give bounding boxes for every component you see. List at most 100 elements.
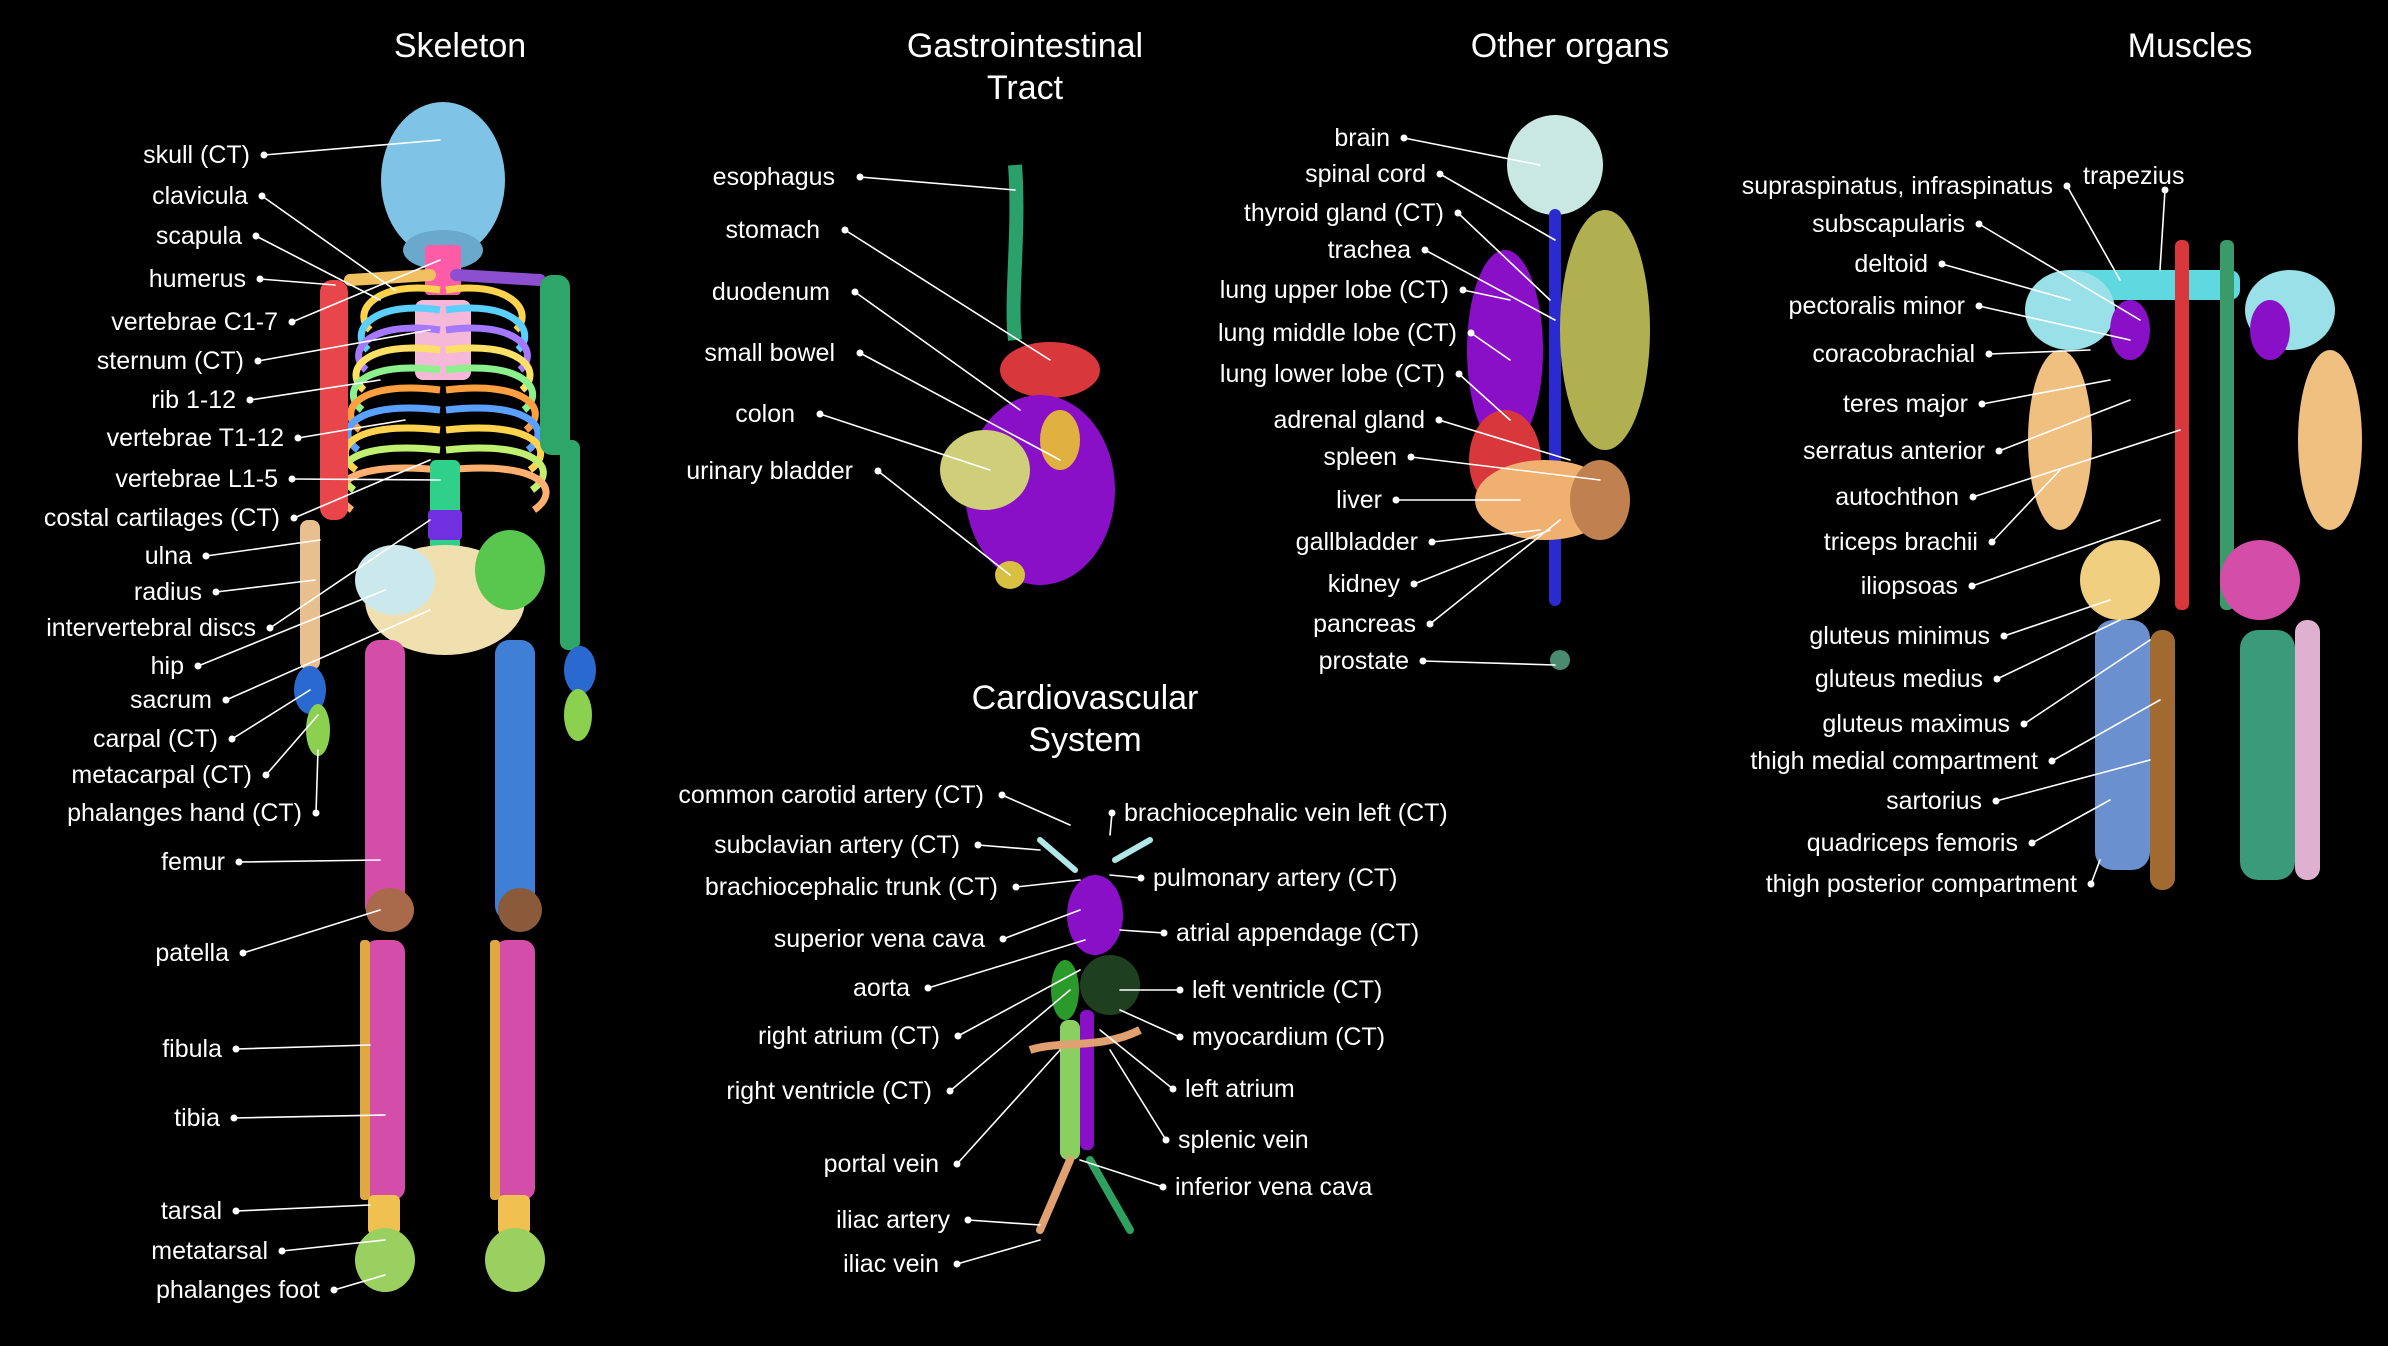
leader-dot (262, 771, 270, 779)
leader-dot (2020, 720, 2028, 728)
muscle-label: deltoid (1854, 250, 1928, 278)
phalanges-foot-right (485, 1228, 545, 1292)
cardio-title-line1: Cardiovascular (971, 679, 1199, 717)
quadriceps-left (2095, 620, 2150, 870)
muscle-label: triceps brachii (1823, 528, 1978, 556)
leader-line (2031, 799, 2111, 844)
leader-line (1971, 519, 2161, 587)
skeleton-label: hip (150, 652, 184, 680)
organ-label: pancreas (1313, 610, 1416, 638)
leader-line (297, 419, 406, 439)
leader-line (1002, 909, 1081, 940)
lung-right (1560, 210, 1650, 450)
autochthon-left (2175, 240, 2189, 610)
subscapularis-right (2250, 300, 2290, 360)
leader-dot (1160, 929, 1168, 937)
gi-label: colon (735, 400, 795, 428)
leader-dot (258, 192, 266, 200)
leader-dot (1407, 453, 1415, 461)
leader-dot (999, 935, 1007, 943)
leader-dot (953, 1260, 961, 1268)
muscle-label: coracobrachial (1812, 340, 1975, 368)
leader-dot (1455, 370, 1463, 378)
leader-line (1991, 469, 2061, 543)
phalanges-hand-right (564, 689, 592, 741)
fibula-right (490, 940, 500, 1200)
leader-line (1439, 173, 1556, 241)
heart-aorta (1067, 875, 1123, 955)
leader-dot (1995, 447, 2003, 455)
leader-line (215, 579, 316, 593)
tibia-left (365, 940, 405, 1200)
leader-dot (856, 173, 864, 181)
leader-line (859, 352, 1061, 461)
leader-dot (2063, 182, 2071, 190)
leader-line (293, 459, 431, 519)
leader-dot (856, 349, 864, 357)
vertebrae-l2 (428, 510, 462, 540)
leader-line (1972, 429, 2181, 498)
leader-dot (1426, 620, 1434, 628)
leader-dot (953, 1160, 961, 1168)
cardio-label-right: pulmonary artery (CT) (1153, 864, 1398, 892)
leader-line (1995, 759, 2151, 802)
organ-label: lung middle lobe (CT) (1218, 319, 1457, 347)
skeleton-label: vertebrae T1-12 (106, 424, 284, 452)
cardio-label-left: right ventricle (CT) (726, 1077, 932, 1105)
leader-line (2066, 185, 2121, 281)
rib-right (445, 464, 550, 513)
leader-dot (954, 1032, 962, 1040)
carpal-right (564, 646, 596, 694)
leader-line (1438, 419, 1571, 461)
leader-line (967, 1219, 1041, 1226)
cardio-title: Cardiovascular System (920, 677, 1250, 761)
leader-dot (974, 841, 982, 849)
leader-dot (230, 1114, 238, 1122)
leader-dot (1410, 580, 1418, 588)
organ-label: gallbladder (1295, 528, 1418, 556)
subclavian-right (1112, 837, 1153, 863)
leader-dot (1975, 220, 1983, 228)
leader-line (259, 278, 336, 286)
muscle-label: quadriceps femoris (1806, 829, 2018, 857)
leader-dot (1985, 350, 1993, 358)
left-ventricle (1080, 955, 1140, 1015)
leader-dot (851, 288, 859, 296)
splenic-vein (1028, 1026, 1142, 1054)
skeleton-label: tarsal (160, 1197, 222, 1225)
leader-line (1119, 1009, 1181, 1038)
organ-label: spinal cord (1305, 160, 1426, 188)
tarsal-left (368, 1195, 400, 1235)
lung-left-upper (1467, 250, 1543, 450)
organ-label: thyroid gland (CT) (1243, 199, 1444, 227)
organs-title: Other organs (1470, 27, 1670, 65)
gluteus-left (2080, 540, 2160, 620)
leader-dot (1108, 809, 1116, 817)
skeleton-label: femur (161, 848, 225, 876)
gi-label: stomach (725, 216, 820, 244)
leader-line (1424, 249, 1556, 321)
leader-line (1431, 529, 1541, 543)
patella-right (498, 888, 542, 932)
prostate (1550, 650, 1570, 670)
cardio-label-right: left atrium (1185, 1075, 1295, 1103)
leader-dot (1454, 209, 1462, 217)
leader-line (225, 609, 431, 701)
triceps-right (2298, 350, 2362, 530)
triceps-left (2028, 350, 2092, 530)
leader-dot (266, 624, 274, 632)
tarsal-right (498, 1195, 530, 1235)
organ-label: trachea (1327, 236, 1411, 264)
leader-dot (232, 1045, 240, 1053)
leader-line (819, 413, 991, 471)
skull (381, 102, 505, 258)
leader-dot (235, 858, 243, 866)
leader-line (1403, 137, 1541, 166)
muscle-label: subscapularis (1812, 210, 1965, 238)
organ-label: spleen (1323, 443, 1397, 471)
leader-line (197, 589, 386, 667)
leader-dot (1978, 400, 1986, 408)
muscle-label: supraspinatus, infraspinatus (1741, 172, 2053, 200)
muscle-label: serratus anterior (1802, 437, 1985, 465)
